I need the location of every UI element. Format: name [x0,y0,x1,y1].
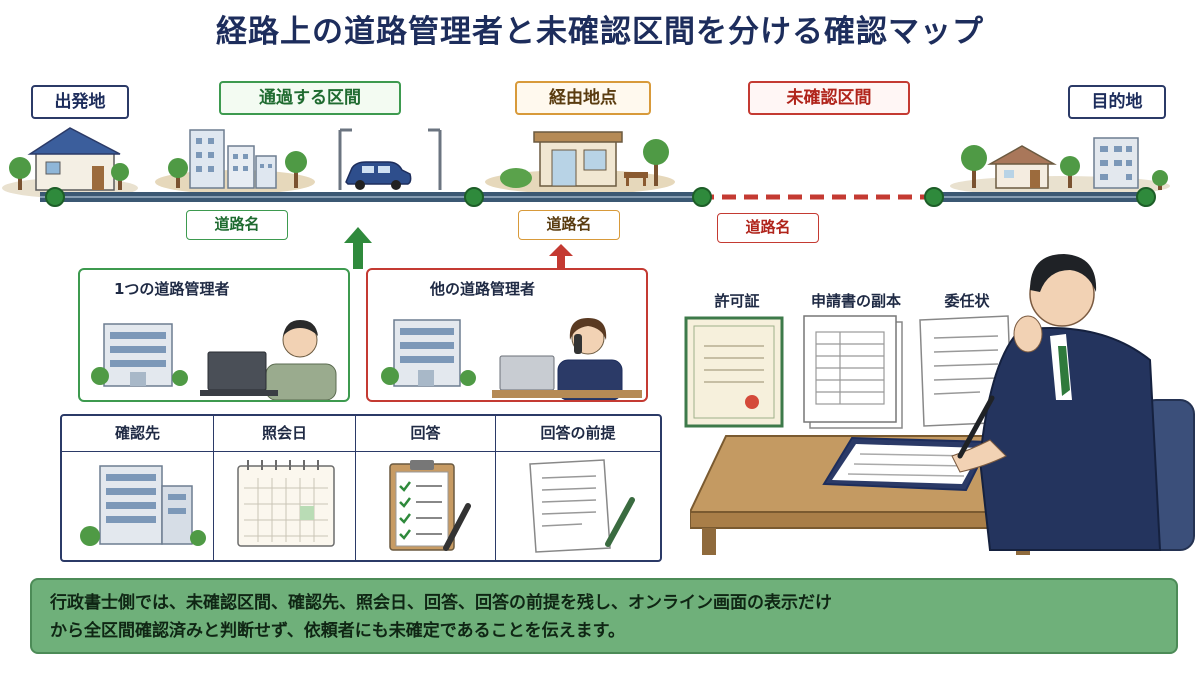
other-manager-panel: 他の道路管理者 [366,268,648,402]
up-arrow-red-icon [549,244,573,270]
permit-certificate-icon [684,316,784,428]
other-manager-scene [381,318,642,400]
page-title: 経路上の道路管理者と未確認区間を分ける確認マップ [216,14,984,50]
road-name-unconfirmed: 道路名 [717,213,819,243]
record-column-answer: 回答 [356,416,496,560]
worker-person-icon [265,320,337,400]
laptop-icon [492,355,642,398]
office-building-icon [381,319,476,387]
record-column-header: 確認先 [62,416,213,452]
single-manager-scene [91,320,337,400]
single-manager-panel: 1つの道路管理者 [78,268,350,402]
waypoint-shop-icon [500,131,669,188]
document-pen-icon [529,459,635,553]
road-name-waypoint: 道路名 [518,210,620,240]
city-buildings-icon [168,129,307,189]
record-table: 確認先 照会日 回答 [60,414,662,562]
phone-person-icon [557,318,623,400]
destination-label: 目的地 [1068,85,1166,119]
single-manager-label: 1つの道路管理者 [114,280,230,298]
record-column-contact: 確認先 [62,416,214,560]
power-of-attorney-label: 委任状 [944,292,990,310]
building-icon [80,465,206,546]
laptop-icon [200,351,278,396]
route-road [40,192,1150,202]
car-icon [345,161,412,190]
note-box: 行政書士側では、未確認区間、確認先、照会日、回答、回答の前提を残し、オンライン画… [30,578,1178,654]
note-line-1: 行政書士側では、未確認区間、確認先、照会日、回答、回答の前提を残し、オンライン画… [50,593,832,613]
tree-icon [9,157,129,190]
administrative-scrivener-person-icon [951,254,1162,551]
street-lamp-icon [338,128,442,190]
road-name-passing: 道路名 [186,210,288,240]
record-column-header: 回答 [356,416,495,452]
calendar-icon [237,460,335,547]
record-column-date: 照会日 [214,416,356,560]
origin-label: 出発地 [31,85,129,119]
destination-buildings-icon [961,137,1168,190]
clipboard-icon [822,436,992,492]
passing-section-label: 通過する区間 [219,81,401,115]
application-copy-label: 申請書の副本 [810,292,901,310]
other-manager-label: 他の道路管理者 [430,280,536,298]
waypoint-label: 経由地点 [515,81,651,115]
route-scene [2,127,1170,207]
origin-house-icon [27,127,121,191]
up-arrow-green-icon [344,227,372,269]
route-node-icon [45,187,1156,207]
clipboard-checklist-icon [389,460,471,551]
note-line-2: から全区間確認済みと判断せず、依頼者にも未確定であることを伝えます。 [50,621,625,641]
application-copy-icon [803,315,903,429]
unconfirmed-section-label: 未確認区間 [748,81,910,115]
record-column-premise: 回答の前提 [496,416,660,560]
office-building-icon [91,323,188,387]
desk-scene [690,254,1195,555]
record-column-header: 照会日 [214,416,355,452]
record-column-header: 回答の前提 [496,416,660,452]
permit-label: 許可証 [714,292,760,310]
